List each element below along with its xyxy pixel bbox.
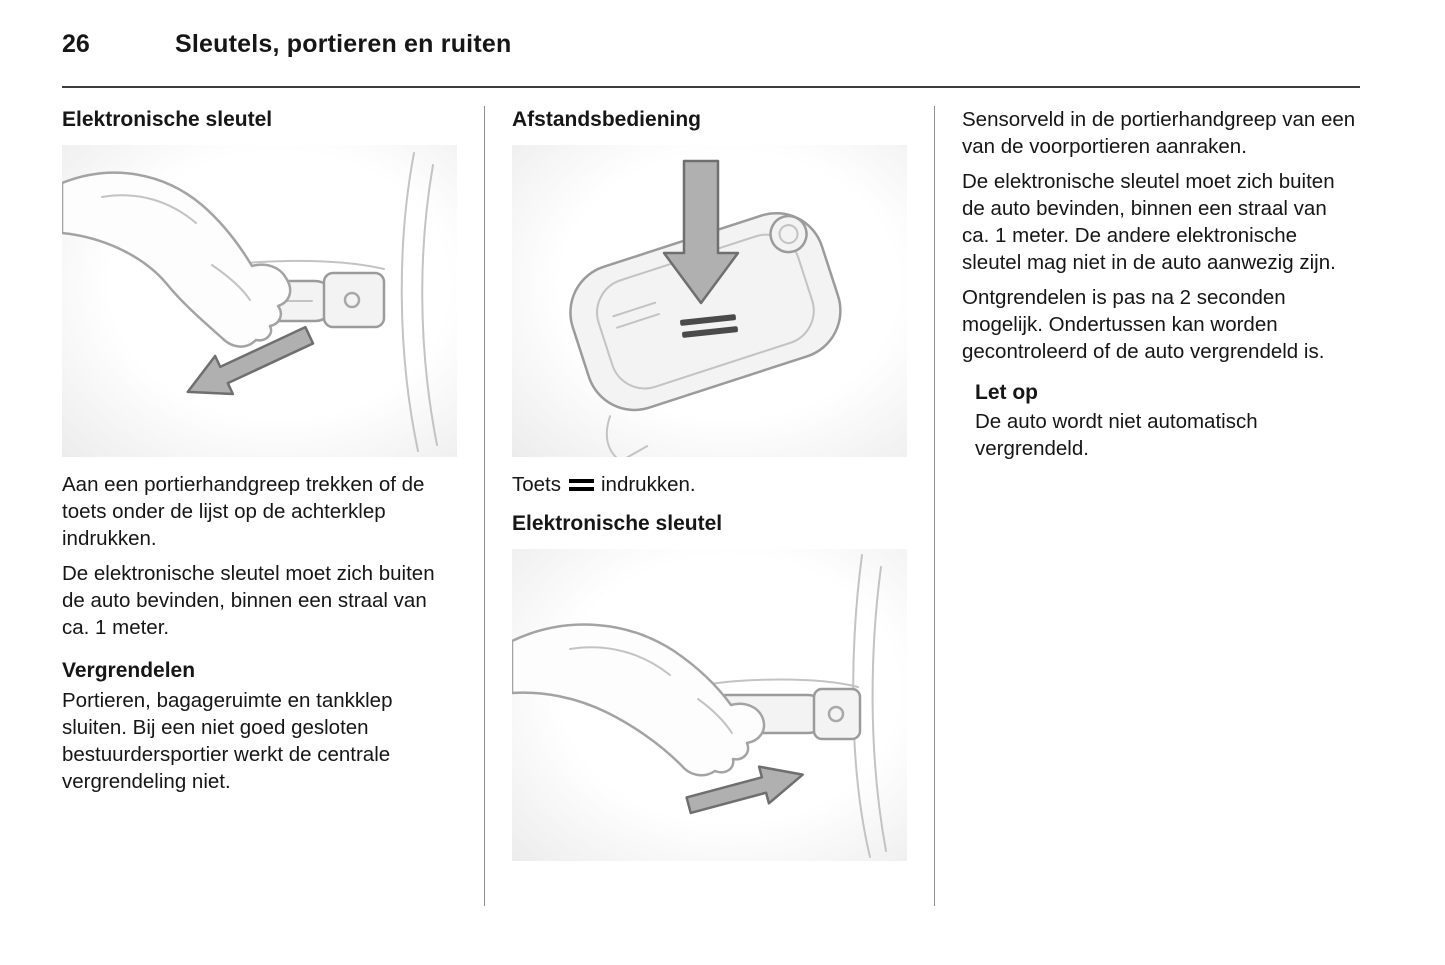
heading-elektronische-sleutel: Elektronische sleutel xyxy=(62,108,273,131)
heading-vergrendelen: Vergrendelen xyxy=(62,659,196,682)
paragraph-vergrendelen: Portieren, bagageruimte en tankklep slui… xyxy=(62,689,393,793)
hand-pulling-door-handle-icon xyxy=(62,152,438,452)
note-heading: Let op xyxy=(975,381,1038,404)
note-text: De auto wordt niet automatisch vergrende… xyxy=(975,410,1258,460)
lock-button-two-bars-icon xyxy=(569,478,594,491)
remote-key-fob-button-press-icon xyxy=(569,159,842,457)
heading-afstandsbediening: Afstandsbediening xyxy=(512,108,702,131)
door-handle-sensor-figure xyxy=(512,549,907,861)
note-block: Let op De auto wordt niet automatisch ve… xyxy=(962,379,1357,462)
paragraph-key-range: De elektronische sleutel moet zich buite… xyxy=(62,562,435,639)
paragraph-sensor-field: Sensorveld in de portierhandgreep van ee… xyxy=(962,108,1356,158)
paragraph-key-outside-range: De elektronische sleutel moet zich buite… xyxy=(962,170,1336,274)
column-separator-1 xyxy=(484,106,485,906)
content-columns: Elektronische sleutel xyxy=(62,106,1360,906)
manual-page: 26 Sleutels, portieren en ruiten Elektro… xyxy=(62,30,1360,906)
header-rule xyxy=(62,86,1360,88)
page-number: 26 xyxy=(62,30,90,58)
column-separator-2 xyxy=(934,106,935,906)
chapter-title: Sleutels, portieren en ruiten xyxy=(175,30,512,58)
paragraph-open-handle: Aan een portierhandgreep trekken of de t… xyxy=(62,473,425,550)
hand-touching-door-handle-icon xyxy=(512,554,887,858)
column-1: Elektronische sleutel xyxy=(62,106,457,803)
door-handle-pull-figure xyxy=(62,145,457,457)
page-header: 26 Sleutels, portieren en ruiten xyxy=(62,30,1360,66)
toets-text: Toets xyxy=(512,473,561,496)
indrukken-text: indrukken. xyxy=(601,473,696,496)
column-3: Sensorveld in de portierhandgreep van ee… xyxy=(962,106,1357,462)
button-press-instruction: Toets indrukken. xyxy=(512,471,907,498)
column-2: Afstandsbediening xyxy=(512,106,907,875)
paragraph-unlock-delay: Ontgrendelen is pas na 2 seconden mogeli… xyxy=(962,286,1325,363)
heading-elektronische-sleutel-2: Elektronische sleutel xyxy=(512,512,723,535)
remote-key-fob-figure xyxy=(512,145,907,457)
